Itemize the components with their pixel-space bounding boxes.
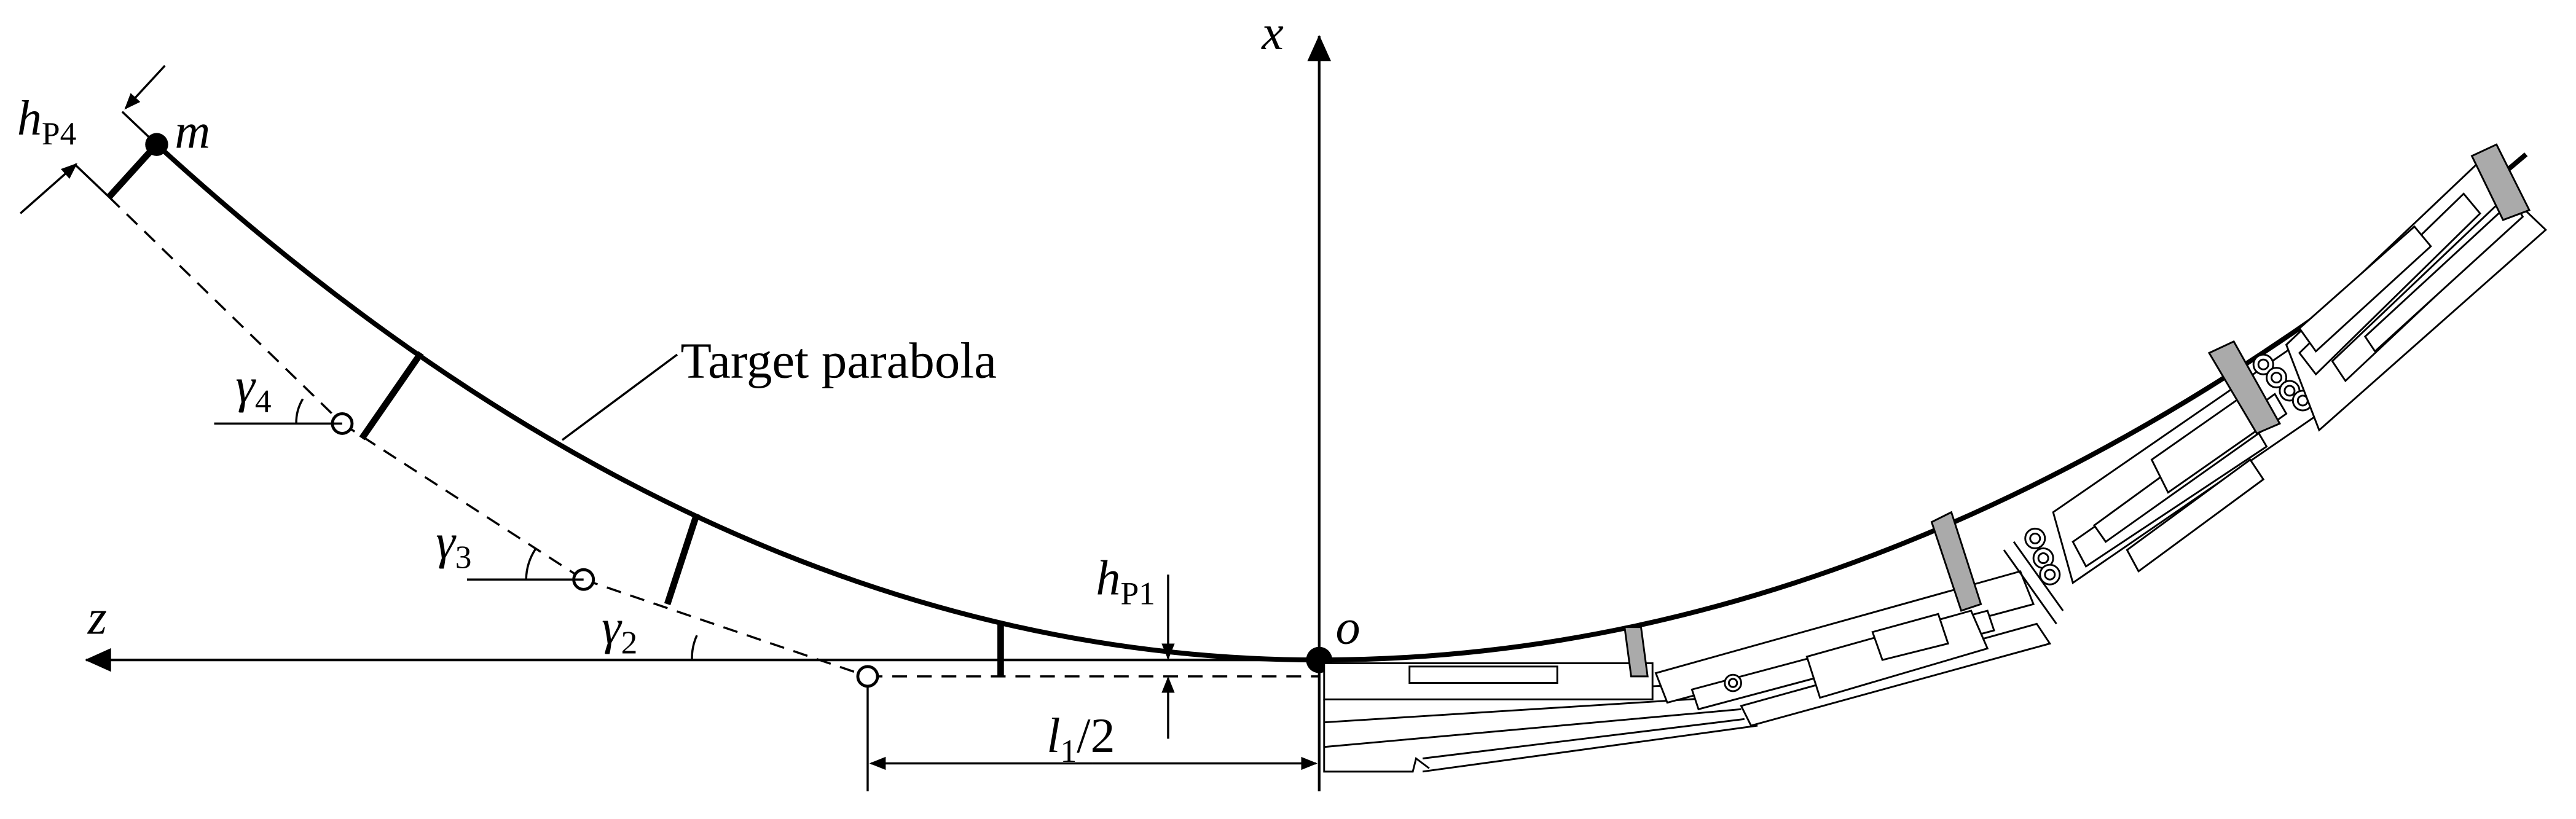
offset-segment-p3 xyxy=(359,351,424,441)
dimension-half-length-label: l1/2 xyxy=(1046,709,1115,769)
offset-segment-p4 xyxy=(106,142,159,200)
tip-point-label: m xyxy=(175,104,210,159)
angle-label-gamma-2: γ2 xyxy=(602,600,637,660)
dimension-hp4 xyxy=(20,65,166,214)
angle-label-gamma-4: γ4 xyxy=(235,359,271,420)
hinge-joint-1 xyxy=(856,665,879,688)
dimension-hp1-label: hP1 xyxy=(1096,551,1155,611)
linkage-dashed-lines xyxy=(108,196,1319,678)
origin-label: o xyxy=(1335,600,1360,654)
offset-segments xyxy=(106,142,1004,676)
target-parabola-leader xyxy=(561,353,678,441)
z-axis-label: z xyxy=(87,590,107,645)
x-axis-label: x xyxy=(1261,6,1284,60)
target-parabola-label: Target parabola xyxy=(680,332,997,389)
mechanism-hinge-1 xyxy=(1724,527,2061,692)
mechanism-panel-2 xyxy=(2052,340,2320,584)
dimension-hp4-label: hP4 xyxy=(17,92,77,152)
mechanism-panel-3 xyxy=(2285,143,2547,432)
angle-reference-lines xyxy=(214,398,698,660)
angle-label-gamma-3: γ3 xyxy=(436,515,471,575)
target-parabola-curve xyxy=(155,143,2528,663)
dimension-half-length xyxy=(866,686,1318,791)
mechanism-panel-1 xyxy=(1624,511,2064,727)
offset-segment-p2 xyxy=(664,512,701,605)
mechanism-base xyxy=(1323,662,1758,773)
deployable-mechanism xyxy=(1323,143,2547,773)
